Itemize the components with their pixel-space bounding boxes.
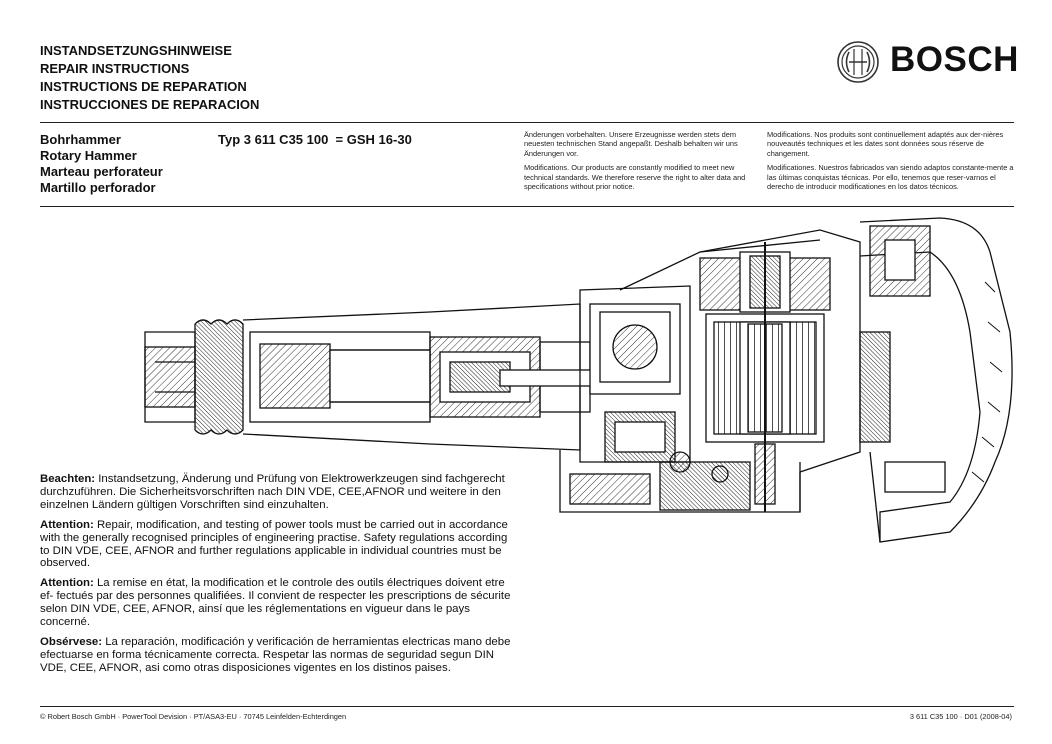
note-fr-text: La remise en état, la modification et le… xyxy=(40,577,511,629)
disclaimer-es: Modificationes. Nuestros fabricados van … xyxy=(767,163,1014,192)
footer-rule xyxy=(40,706,1014,707)
product-name-de: Bohrhammer xyxy=(40,132,121,147)
note-es: Obsérvese: La reparación, modificación y… xyxy=(40,636,518,675)
note-en-text: Repair, modification, and testing of pow… xyxy=(40,518,508,570)
section-rule xyxy=(40,206,1014,207)
title-en: REPAIR INSTRUCTIONS xyxy=(40,61,190,76)
title-de: INSTANDSETZUNGSHINWEISE xyxy=(40,43,232,58)
product-name-es: Martillo perforador xyxy=(40,180,156,195)
footer-copyright: © Robert Bosch GmbH · PowerTool Devision… xyxy=(40,712,347,721)
note-de-text: Instandsetzung, Änderung und Prüfung von… xyxy=(40,473,505,511)
note-de: Beachten: Instandsetzung, Änderung und P… xyxy=(40,473,518,512)
note-en: Attention: Repair, modification, and tes… xyxy=(40,519,518,571)
note-fr-label: Attention: xyxy=(40,577,94,590)
disclaimer-de: Änderungen vorbehalten. Unsere Erzeugnis… xyxy=(524,130,738,158)
disclaimer-fr: Modifications. Nos produits sont continu… xyxy=(767,130,1004,158)
disclaimer-column-1: Änderungen vorbehalten. Unsere Erzeugnis… xyxy=(524,130,752,196)
note-es-text: La reparación, modificación y verificaci… xyxy=(40,635,511,674)
product-names: Bohrhammer Rotary Hammer Marteau perfora… xyxy=(40,132,163,196)
bosch-armature-icon xyxy=(837,41,879,83)
disclaimer-column-2: Modifications. Nos produits sont continu… xyxy=(767,130,1017,196)
note-fr: Attention: La remise en état, la modific… xyxy=(40,577,518,629)
product-name-en: Rotary Hammer xyxy=(40,148,137,163)
note-de-label: Beachten: xyxy=(40,473,96,485)
title-fr: INSTRUCTIONS DE REPARATION xyxy=(40,79,247,94)
disclaimer-en: Modifications. Our products are constant… xyxy=(524,163,746,192)
safety-notes: Beachten: Instandsetzung, Änderung und P… xyxy=(40,473,518,682)
bosch-logo: BOSCH xyxy=(836,38,1019,86)
note-en-label: Attention: xyxy=(40,518,94,531)
product-name-fr: Marteau perforateur xyxy=(40,164,163,179)
footer-document-code: 3 611 C35 100 · D01 (2008-04) xyxy=(909,712,1012,721)
type-designation: Typ 3 611 C35 100 = GSH 16-30 xyxy=(218,132,412,147)
header-rule xyxy=(40,122,1014,123)
brand-wordmark: BOSCH xyxy=(890,40,1019,79)
note-es-label: Obsérvese: xyxy=(40,635,103,648)
document-titles: INSTANDSETZUNGSHINWEISE REPAIR INSTRUCTI… xyxy=(40,42,259,114)
title-es: INSTRUCCIONES DE REPARACION xyxy=(40,97,260,112)
rotary-hammer-cutaway-drawing xyxy=(144,217,1013,543)
